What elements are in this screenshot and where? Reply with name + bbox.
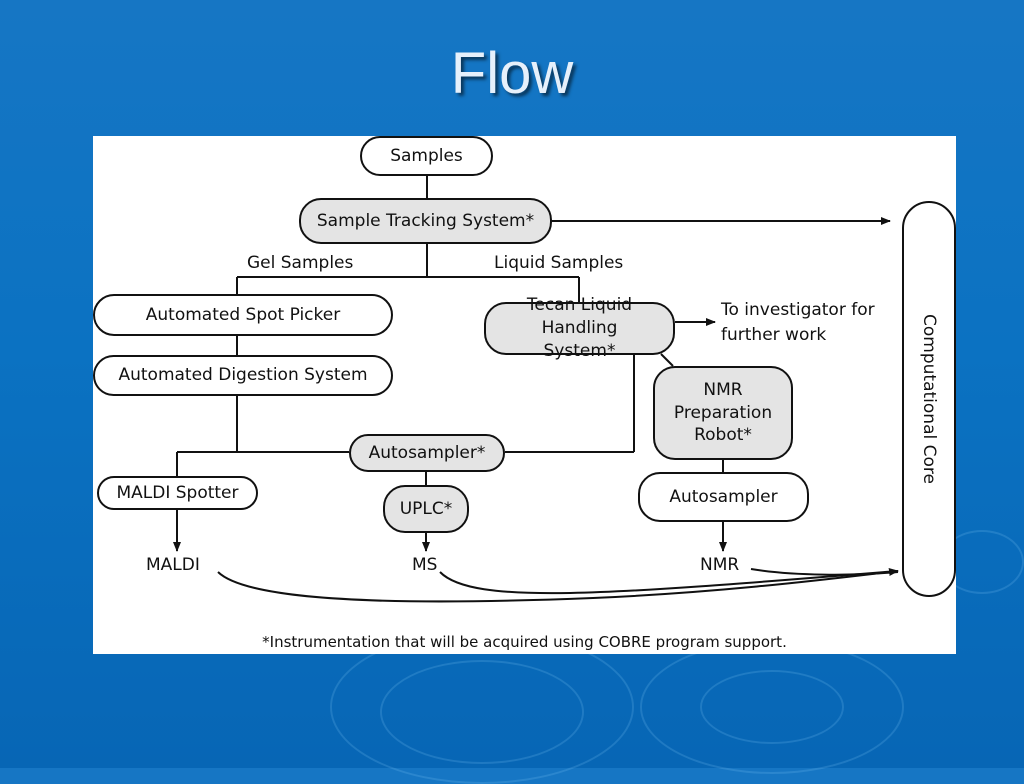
sample-tracking-system-node: Sample Tracking System* xyxy=(299,198,552,244)
maldi-output-label: MALDI xyxy=(146,555,200,575)
connector xyxy=(750,568,899,576)
slide-title: Flow xyxy=(450,41,574,106)
connector xyxy=(660,353,674,367)
ripple-decoration xyxy=(700,670,844,744)
autosampler-center-node: Autosampler* xyxy=(349,434,505,472)
nmr-preparation-robot-node: NMR Preparation Robot* xyxy=(653,366,793,460)
autosampler-right-node: Autosampler xyxy=(638,472,809,522)
automated-spot-picker-node: Automated Spot Picker xyxy=(93,294,393,336)
flow-diagram: Samples Sample Tracking System* Gel Samp… xyxy=(93,136,956,654)
tecan-liquid-handling-node: Tecan Liquid Handling System* xyxy=(484,295,675,361)
gel-samples-label: Gel Samples xyxy=(247,253,354,273)
connector xyxy=(217,568,899,603)
footnote: *Instrumentation that will be acquired u… xyxy=(262,633,787,651)
automated-digestion-system-node: Automated Digestion System xyxy=(93,355,393,396)
investigator-label-line1: To investigator for xyxy=(721,300,875,320)
computational-core-label: Computational Core xyxy=(919,314,939,484)
ripple-decoration xyxy=(380,660,584,764)
uplc-node: UPLC* xyxy=(383,485,469,533)
nmr-output-label: NMR xyxy=(700,555,740,575)
connector-lines xyxy=(173,176,899,603)
maldi-spotter-node: MALDI Spotter xyxy=(97,476,258,510)
connector xyxy=(439,570,899,595)
investigator-label-line2: further work xyxy=(721,325,827,345)
samples-node: Samples xyxy=(360,136,493,176)
ms-output-label: MS xyxy=(412,555,438,575)
computational-core-node: Computational Core xyxy=(902,201,956,597)
liquid-samples-label: Liquid Samples xyxy=(494,253,624,273)
